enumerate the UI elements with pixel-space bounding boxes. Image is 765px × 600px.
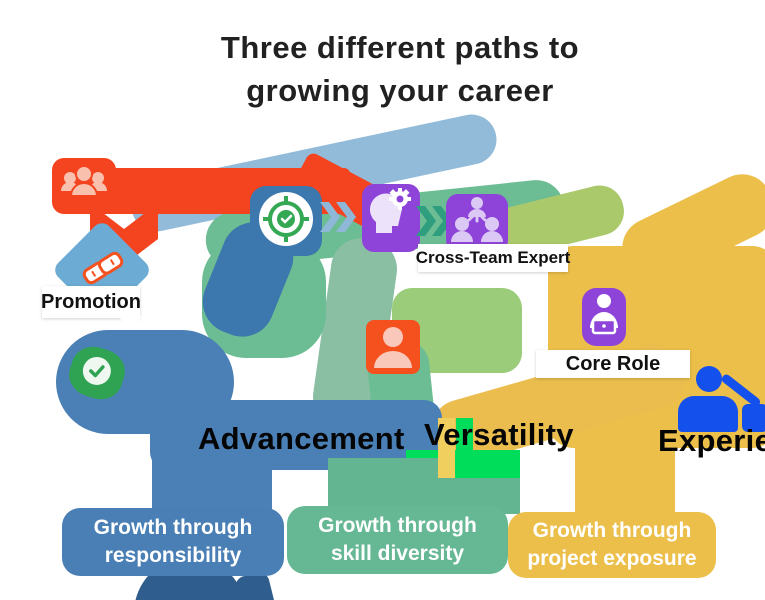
team-tile [446, 194, 508, 252]
promotion-label: Promotion [41, 286, 141, 318]
handshake-icon [78, 248, 128, 293]
yellow-connector [575, 440, 675, 525]
caption-line: Growth through [532, 519, 692, 543]
path-name-versatility: Versatility [424, 417, 574, 452]
check-circle-icon [82, 356, 112, 391]
caption-box-skill-diversity: Growth through skill diversity [287, 506, 508, 574]
path-name-advancement: Advancement [198, 421, 405, 456]
title-line-1: Three different paths to [220, 30, 580, 65]
promotion-label-text: Promotion [41, 290, 141, 313]
core-role-label: Core Role [536, 350, 690, 378]
caption-line: Growth through [318, 514, 477, 538]
title-line-2: growing your career [246, 73, 554, 108]
target-tile [250, 186, 322, 256]
cross-team-expert-label: Cross-Team Expert [415, 244, 571, 272]
laptop-person-tile [582, 288, 626, 346]
target-check-icon [257, 190, 315, 253]
head-gear-icon [368, 187, 414, 250]
team-org-icon [449, 196, 505, 251]
cross-team-expert-label-text: Cross-Team Expert [415, 248, 571, 267]
people-group-icon [60, 164, 108, 208]
laptop-person-icon [587, 292, 621, 343]
people-group-tile [52, 158, 116, 214]
person-icon [370, 322, 416, 373]
blue-worker-head [696, 366, 722, 392]
caption-line: project exposure [527, 547, 697, 570]
blue-worker-block [742, 404, 765, 432]
caption-box-responsibility: Growth through responsibility [62, 508, 284, 576]
promotion-label-pointer [118, 316, 142, 330]
path-name-experience: Experience [658, 423, 765, 458]
check-tile [63, 340, 131, 406]
handshake-tile [78, 250, 128, 290]
caption-line: Growth through [93, 516, 253, 540]
caption-line: skill diversity [330, 542, 465, 565]
caption-box-project-exposure: Growth through project exposure [508, 512, 716, 578]
person-tile [366, 320, 420, 374]
core-role-label-text: Core Role [565, 352, 661, 375]
page-title: Three different paths to growing your ca… [95, 30, 705, 109]
head-gear-tile [362, 184, 420, 252]
caption-line: responsibility [104, 544, 242, 567]
blue-worker-body [678, 396, 738, 432]
